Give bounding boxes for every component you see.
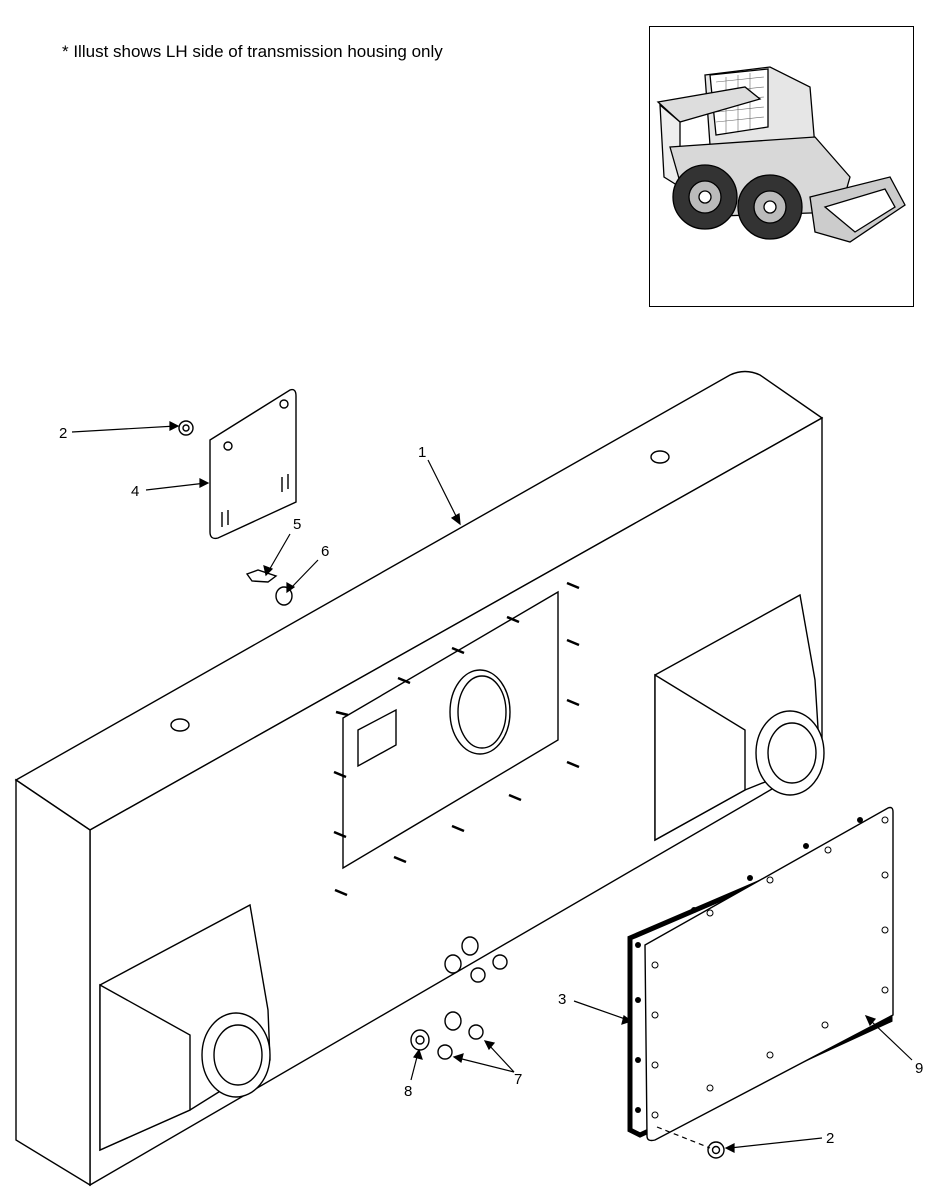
center-cover-opening bbox=[333, 581, 580, 897]
left-axle-boss bbox=[99, 903, 271, 1152]
small-cover-plate bbox=[209, 388, 297, 540]
skid-steer-loader-thumbnail bbox=[649, 26, 914, 307]
callout-6: 6 bbox=[321, 543, 329, 560]
callout-3: 3 bbox=[558, 991, 566, 1008]
callout-7: 7 bbox=[514, 1071, 522, 1088]
callout-5: 5 bbox=[293, 516, 301, 533]
right-axle-boss bbox=[654, 593, 825, 842]
illustration-note: * Illust shows LH side of transmission h… bbox=[62, 42, 443, 61]
callout-9: 9 bbox=[915, 1060, 923, 1077]
callout-8: 8 bbox=[404, 1083, 412, 1100]
side-cover bbox=[635, 806, 894, 1149]
hardware bbox=[178, 420, 725, 1159]
mounting-studs bbox=[333, 581, 580, 897]
callout-1: 1 bbox=[418, 444, 426, 461]
callout-2-top: 2 bbox=[59, 425, 67, 442]
callout-2-bottom: 2 bbox=[826, 1130, 834, 1147]
callout-leaders bbox=[71, 421, 913, 1153]
callout-labels: 2 4 5 6 1 3 7 8 9 2 bbox=[59, 425, 923, 1147]
callout-4: 4 bbox=[131, 483, 139, 500]
